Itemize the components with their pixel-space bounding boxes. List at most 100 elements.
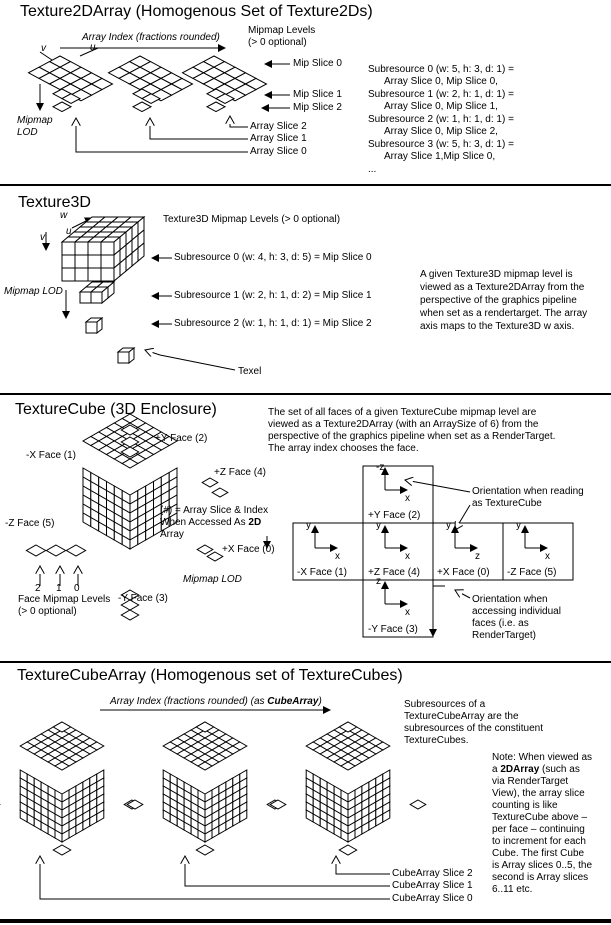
cubearray-note-rest-4: per face – continuing bbox=[492, 824, 585, 835]
mipmap-lod-label: Mipmap bbox=[17, 115, 53, 126]
cubearray-top-tile bbox=[195, 721, 215, 733]
cubearray-index-label: Array Index (fractions rounded) (as Cube… bbox=[110, 696, 322, 707]
grid-face-pos-z: +Z Face (4) bbox=[368, 567, 420, 578]
texture3d-subresource-2: Subresource 2 (w: 1, h: 1, d: 1) = Mip S… bbox=[174, 318, 372, 329]
axis-text-horizontal: z bbox=[475, 551, 480, 562]
cubearray-sub-note-1: TextureCubeArray are the bbox=[404, 711, 519, 722]
axis-text-vertical: y bbox=[376, 520, 381, 531]
texture3d-note-3: when set as a rendertarget. The array bbox=[420, 308, 588, 319]
face-mip-levels-optional: (> 0 optional) bbox=[18, 606, 77, 617]
orient-read-2: as TextureCube bbox=[472, 498, 542, 509]
array-slice-0-label: Array Slice 0 bbox=[250, 146, 307, 157]
cubearray-note-line-1: Note: When viewed as bbox=[492, 752, 593, 763]
texture3d-subresource-1: Subresource 1 (w: 2, h: 1, d: 2) = Mip S… bbox=[174, 290, 372, 301]
texturecube-title: TextureCube (3D Enclosure) bbox=[15, 401, 217, 418]
texturecubearray-title: TextureCubeArray (Homogenous set of Text… bbox=[17, 667, 403, 684]
array-slice-2-label: Array Slice 2 bbox=[250, 121, 307, 132]
grid-face-neg-x: -X Face (1) bbox=[297, 567, 348, 578]
texture3d-mip0-block bbox=[137, 241, 145, 263]
u-axis-label-3d: u bbox=[66, 226, 72, 237]
texturecubearray-drawing bbox=[40, 706, 390, 900]
texture3d-note-0: A given Texture3D mipmap level is bbox=[420, 269, 573, 280]
subresource-line-8: ... bbox=[368, 164, 377, 175]
face-mip-2: 2 bbox=[35, 583, 41, 594]
cube-label-neg-y: -Y Face (3) bbox=[118, 593, 168, 604]
cubearray-left-tile bbox=[126, 799, 144, 810]
grid-face-pos-y: +Y Face (2) bbox=[368, 510, 421, 521]
texture3d-note-1: viewed as a Texture2DArray from the bbox=[420, 282, 585, 293]
subresource-line-3: Array Slice 0, Mip Slice 1, bbox=[384, 101, 498, 112]
texture3d-note-2: perspective of the graphics pipeline bbox=[420, 295, 577, 306]
texel-label: Texel bbox=[238, 366, 262, 377]
cubearray-slice-2-label: CubeArray Slice 2 bbox=[392, 868, 473, 879]
texture3d-mip0-block bbox=[74, 241, 89, 256]
mip-slice-1-label: Mip Slice 1 bbox=[293, 89, 342, 100]
mip-slice-2-grid bbox=[131, 101, 153, 113]
axis-text-horizontal: x bbox=[545, 551, 550, 562]
mip-slice-2-grid bbox=[51, 101, 73, 113]
cube-label-pos-x: +X Face (0) bbox=[222, 544, 275, 555]
orient-acc-2: faces (i.e. as bbox=[472, 618, 529, 629]
texturecube-desc-2: perspective of the graphics pipeline whe… bbox=[268, 431, 556, 442]
texture3d-mip0-block bbox=[61, 267, 76, 282]
cube-label-neg-x: -X Face (1) bbox=[26, 450, 77, 461]
cubearray-block-0 bbox=[96, 809, 105, 823]
texturecube-drawing bbox=[40, 465, 574, 638]
cubearray-left-tile bbox=[269, 799, 287, 810]
cubearray-slice-0-label: CubeArray Slice 0 bbox=[392, 893, 473, 904]
u-axis-label: u bbox=[90, 42, 96, 53]
orient-read-1: Orientation when reading bbox=[472, 486, 584, 497]
subresource-line-1: Array Slice 0, Mip Slice 0, bbox=[384, 76, 498, 87]
mipmap-levels-optional: (> 0 optional) bbox=[248, 37, 307, 48]
array-slice-note-1: (#) = Array Slice & Index bbox=[160, 505, 269, 516]
neg-z-mip-tile bbox=[25, 544, 47, 557]
cubearray-note-rest-8: second is Array slices bbox=[492, 872, 589, 883]
subresource-line-7: Array Slice 1,Mip Slice 0, bbox=[384, 151, 496, 162]
cubearray-note-rest-0: via RenderTarget bbox=[492, 776, 569, 787]
axis-text-horizontal: x bbox=[405, 607, 410, 618]
subresource-line-6: Subresource 3 (w: 5, h: 3, d: 1) = bbox=[368, 139, 514, 150]
cubearray-block-1 bbox=[196, 761, 214, 771]
face-mip-0: 0 bbox=[74, 583, 80, 594]
texture3d-mip0-block bbox=[100, 254, 115, 269]
pos-y-mip-tile bbox=[120, 446, 140, 458]
cubearray-block-2 bbox=[382, 809, 391, 823]
texture3d-mip0-block bbox=[61, 254, 76, 269]
texture3d-mip1-block bbox=[79, 291, 92, 304]
texture3d-note-4: axis maps to the Texture3D w axis. bbox=[420, 321, 575, 332]
cubearray-block-2 bbox=[339, 761, 357, 771]
cubearray-note-rest-3: TextureCube above – bbox=[492, 812, 588, 823]
mip-slice-2-label: Mip Slice 2 bbox=[293, 102, 342, 113]
neg-y-mip-tile bbox=[120, 609, 140, 621]
texture3d-mip0-block bbox=[87, 267, 102, 282]
axis-text-horizontal: x bbox=[405, 493, 410, 504]
pos-x-mip-tile bbox=[196, 544, 214, 555]
texture3d-mip2-block bbox=[85, 321, 98, 334]
v-axis-label: v bbox=[41, 43, 46, 54]
cube-mipmap-lod-label: Mipmap LOD bbox=[183, 574, 242, 585]
cubearray-slice-1-label: CubeArray Slice 1 bbox=[392, 880, 473, 891]
pos-x-mip-tile bbox=[206, 551, 224, 562]
texture3d-mip0-block bbox=[87, 254, 102, 269]
texture3d-mip0-block bbox=[100, 267, 115, 282]
orient-acc-1: accessing individual bbox=[472, 606, 561, 617]
texture3d-mip-levels-label: Texture3D Mipmap Levels (> 0 optional) bbox=[163, 214, 341, 225]
mip-slice-2-grid bbox=[205, 101, 227, 113]
cubearray-note-line-2: a 2DArray (such as bbox=[492, 764, 580, 775]
texturecube-block bbox=[168, 512, 178, 528]
texture3d-title: Texture3D bbox=[18, 194, 91, 211]
cubearray-sub-note-2: subresources of the constituent bbox=[404, 723, 543, 734]
texture3d-mip1-block bbox=[90, 291, 103, 304]
array-slice-note-2: When Accessed As 2D bbox=[160, 517, 262, 528]
mip-slice-1-grid bbox=[60, 93, 82, 104]
texture2darray-drawing bbox=[36, 44, 290, 153]
face-mip-levels-label: Face Mipmap Levels bbox=[18, 594, 111, 605]
axis-text-vertical: z bbox=[376, 576, 381, 587]
mip-slice-1-grid bbox=[214, 93, 236, 104]
texture2darray-title: Texture2DArray (Homogenous Set of Textur… bbox=[20, 3, 373, 20]
cube-label-pos-y: +Y Face (2) bbox=[155, 433, 208, 444]
texel-cube bbox=[117, 351, 130, 364]
axis-text-vertical: y bbox=[306, 520, 311, 531]
